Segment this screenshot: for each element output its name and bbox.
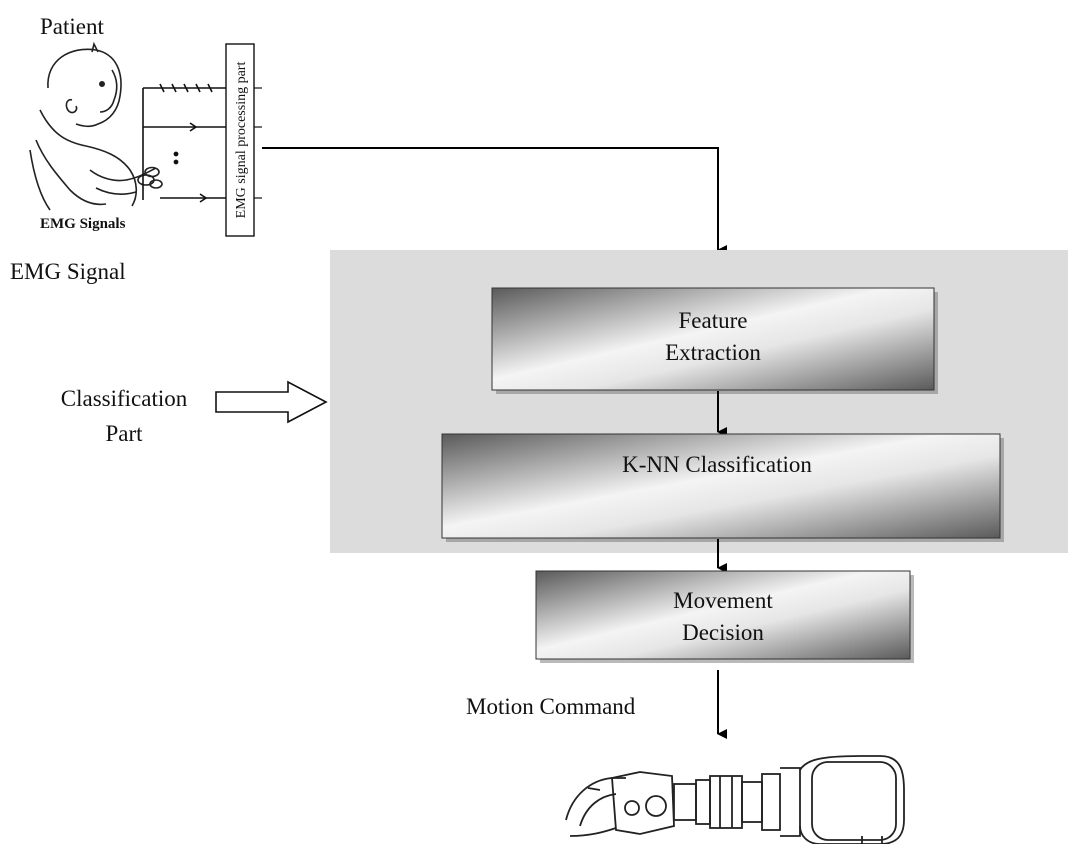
knn-classification-block: K-NN Classification [441,433,1004,542]
prosthetic-arm-illustration [565,755,905,844]
emg-signal-label: EMG Signal [10,259,126,284]
movement-decision-line1: Movement [673,588,773,613]
emg-processing-box [225,43,255,237]
patient-label: Patient [40,14,104,39]
input-arrow [262,147,727,255]
feature-extraction-line1: Feature [679,308,748,333]
feature-extraction-line2: Extraction [665,340,761,365]
emg-signals-caption: EMG Signals [40,216,126,232]
emg-processing-label: EMG signal processing part [234,62,249,219]
classification-pointer-arrow [215,380,328,424]
movement-decision-line2: Decision [682,620,764,645]
knn-classification-label: K-NN Classification [622,452,812,477]
movement-decision-block: Movement Decision [535,570,914,663]
classification-label-line2: Part [105,421,143,446]
feature-extraction-block: Feature Extraction [491,287,938,394]
classification-label-line1: Classification [61,386,188,411]
patient-illustration [29,41,163,211]
emg-signal-wires [142,83,226,203]
motion-command-label: Motion Command [466,694,636,719]
